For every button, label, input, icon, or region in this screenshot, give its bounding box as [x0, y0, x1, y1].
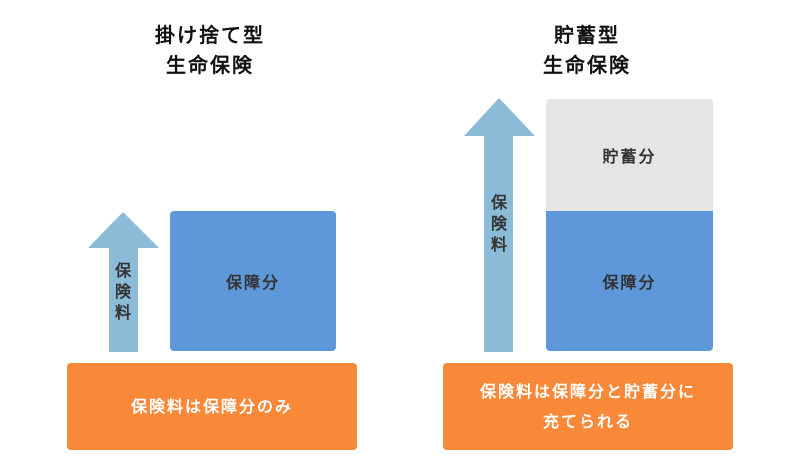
right-title: 貯蓄型 生命保険 [467, 20, 707, 80]
left-title-line-2: 生命保険 [166, 53, 254, 77]
right-savings-box: 貯蓄分 [546, 99, 713, 211]
left-title: 掛け捨て型 生命保険 [90, 20, 330, 80]
right-protection-box: 保障分 [546, 211, 713, 351]
arrow-label-char: 料 [490, 235, 507, 254]
right-savings-label: 貯蓄分 [602, 147, 657, 166]
right-arrow-label: 保 険 料 [484, 192, 514, 255]
left-footer-text: 保険料は保障分のみ [130, 396, 293, 416]
left-title-line-1: 掛け捨て型 [155, 23, 265, 47]
right-footer-text-line-2: 充てられる [542, 411, 633, 431]
arrow-label-char: 険 [490, 214, 507, 233]
left-footer-note: 保険料は保障分のみ [67, 363, 357, 450]
left-premium-arrow-icon [88, 212, 159, 352]
left-protection-box: 保障分 [170, 211, 336, 351]
right-title-line-1: 貯蓄型 [554, 23, 620, 47]
arrow-label-char: 保 [490, 193, 507, 212]
right-footer-text-line-1: 保険料は保障分と貯蓄分に [479, 381, 696, 401]
right-premium-arrow-icon [464, 98, 535, 352]
arrow-label-char: 保 [114, 261, 131, 280]
left-protection-label: 保障分 [225, 273, 280, 292]
arrow-label-char: 険 [114, 282, 131, 301]
right-footer-note: 保険料は保障分と貯蓄分に 充てられる [443, 363, 733, 450]
arrow-label-char: 料 [114, 303, 131, 322]
left-arrow-label: 保 険 料 [108, 260, 138, 323]
right-title-line-2: 生命保険 [543, 53, 631, 77]
right-protection-label: 保障分 [602, 273, 657, 292]
